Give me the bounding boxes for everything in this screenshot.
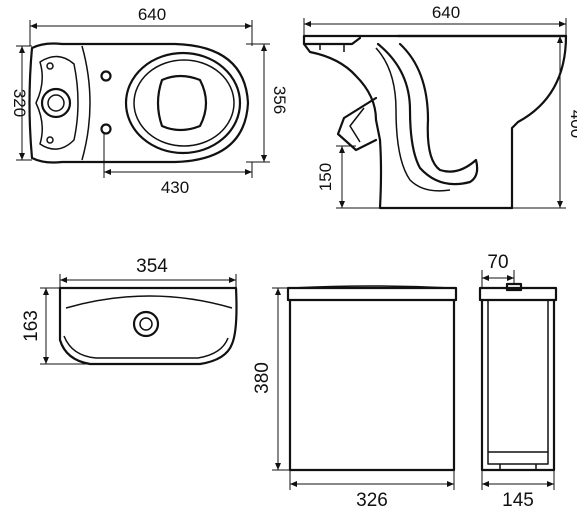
dim-seat-offset: 430 [161, 178, 189, 197]
dim-cistern-top-width: 354 [136, 256, 168, 277]
seat-rim [133, 59, 235, 147]
dim-cistern-width: 326 [356, 490, 388, 511]
dim-cistern-height: 380 [252, 362, 273, 394]
dim-top-width: 320 [10, 89, 29, 117]
toilet-side-view: 640 400 150 [302, 3, 577, 210]
dim-cistern-lid-depth: 70 [487, 252, 508, 273]
back-body [302, 42, 514, 210]
tank-bolt-top [46, 62, 54, 70]
cistern-top-inner-edge [65, 295, 233, 309]
trapway [376, 42, 479, 186]
cistern-top-view: 354 163 [21, 256, 238, 366]
cistern-lid [286, 286, 458, 302]
cistern-lid-top [291, 285, 453, 289]
flush-button-inner [47, 94, 65, 112]
bowl-outline [396, 34, 568, 210]
cistern-front-view: 380 326 [252, 285, 458, 511]
tank-zone-edge [81, 45, 91, 161]
flush-button-outer [40, 87, 72, 119]
dim-cistern-depth: 145 [502, 490, 534, 511]
outlet-horn-inner [349, 107, 365, 143]
cistern-side-body [480, 298, 556, 472]
dim-cistern-top-depth: 163 [21, 310, 42, 342]
cistern-top-outline [58, 286, 238, 366]
cistern-side-lid [478, 286, 558, 302]
dim-top-length: 640 [138, 5, 166, 24]
dim-side-length: 640 [432, 3, 460, 22]
cistern-side-base-detail [488, 451, 548, 470]
cistern-button-inner [139, 317, 153, 331]
hinge-screw-bottom [100, 123, 112, 135]
tank-cutout [35, 55, 79, 150]
hinge-screw-top [100, 70, 112, 82]
cistern-button-outer [132, 310, 160, 338]
seat-lid-profile [302, 34, 568, 46]
dim-outlet-height: 150 [316, 163, 335, 191]
trapway-back [375, 47, 451, 192]
outlet-horn [336, 96, 378, 152]
toilet-top-view: 640 320 356 430 [10, 5, 289, 197]
dim-top-width-outer: 356 [270, 86, 289, 114]
tank-bolt-bottom [46, 136, 54, 144]
cistern-side-view: 70 145 [478, 252, 558, 511]
cistern-top-lower-edge [63, 335, 229, 359]
cistern-side-inner-wall [487, 300, 549, 465]
seat-opening [156, 74, 208, 132]
cistern-front-body [288, 298, 456, 472]
seat-outer [124, 51, 242, 155]
rim-detail [319, 44, 345, 52]
toilet-top-outline [28, 42, 250, 164]
dim-side-height: 400 [567, 110, 577, 138]
